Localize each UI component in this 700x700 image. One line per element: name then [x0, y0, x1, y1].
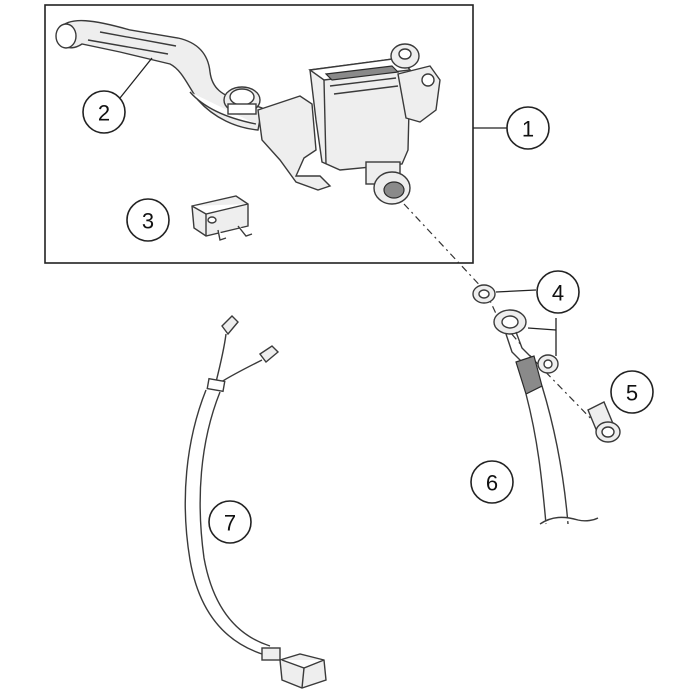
brake-line	[493, 309, 599, 525]
callout-5: 5	[610, 370, 654, 414]
callout-3-label: 3	[142, 209, 154, 234]
callout-6-label: 6	[486, 471, 498, 496]
callout-4: 4	[536, 270, 580, 314]
brake-light-switch	[191, 195, 253, 241]
assembly-frame	[44, 4, 474, 264]
master-cylinder	[257, 43, 441, 205]
callout-2: 2	[82, 90, 126, 134]
callout-6: 6	[470, 460, 514, 504]
washer-lower	[537, 354, 559, 374]
leader-4b	[527, 327, 557, 331]
callout-3: 3	[126, 198, 170, 242]
callout-7-label: 7	[224, 511, 236, 536]
callout-7: 7	[208, 500, 252, 544]
adjuster-knob	[223, 86, 261, 115]
callout-1: 1	[506, 106, 550, 150]
callout-4-label: 4	[552, 281, 564, 306]
brake-lever	[55, 19, 263, 131]
callout-1-label: 1	[522, 117, 534, 142]
banjo-bolt	[587, 401, 621, 443]
callout-5-label: 5	[626, 381, 638, 406]
leader-2	[119, 57, 153, 99]
callout-2-label: 2	[98, 101, 110, 126]
washer-upper	[472, 284, 496, 304]
leader-4a	[495, 289, 537, 293]
wiring-harness	[184, 315, 327, 689]
